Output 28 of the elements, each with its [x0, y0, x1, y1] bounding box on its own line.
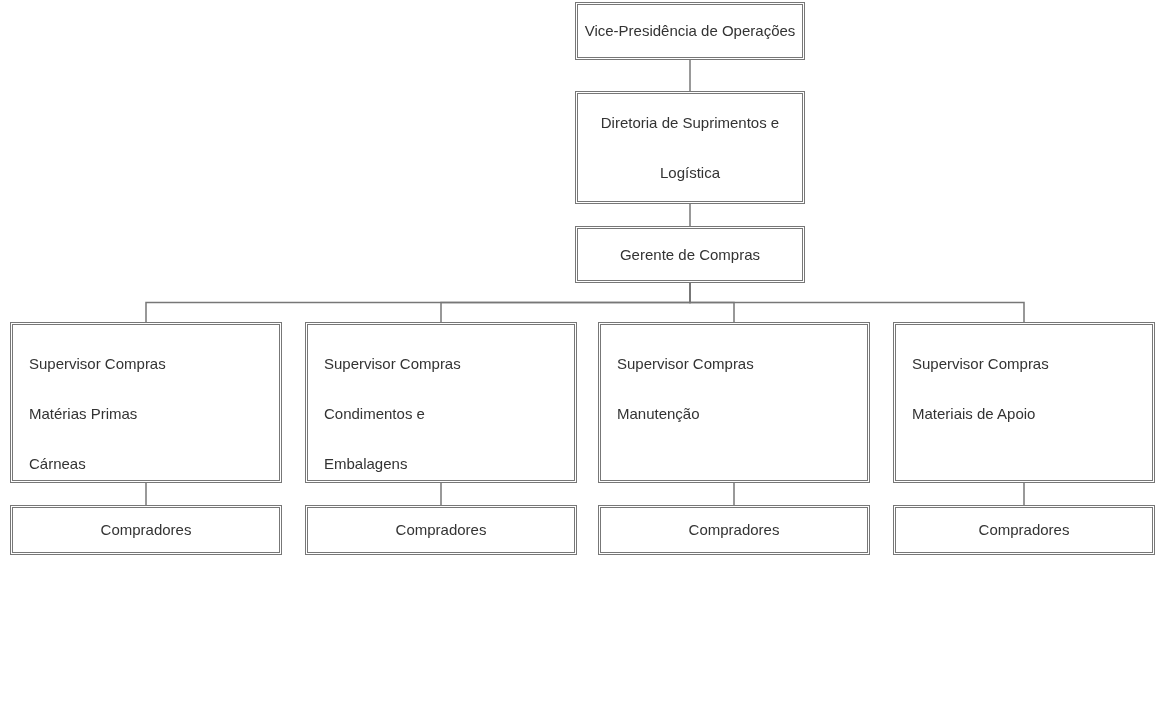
connector-line	[689, 203, 691, 227]
position-box	[575, 91, 805, 204]
position-title: Diretoria de Suprimentos e Logística	[599, 112, 781, 183]
position-box	[575, 226, 805, 283]
position-title: Supervisor Compras Materiais de Apoio	[912, 354, 1050, 424]
department-box	[893, 505, 1155, 555]
connector-line	[1023, 482, 1025, 506]
department-box	[10, 505, 282, 555]
department-box	[893, 322, 1155, 483]
position-title: Compradores	[978, 520, 1070, 540]
position-title: Compradores	[395, 520, 487, 540]
position-title: Supervisor Compras Condimentos e Embalagens	[324, 354, 462, 474]
position-title: Supervisor Compras Matérias Primas Cárneas	[29, 354, 167, 474]
department-box	[10, 322, 282, 483]
department-box	[598, 322, 870, 483]
department-box	[305, 505, 577, 555]
position-title: Compradores	[100, 520, 192, 540]
connector-line	[145, 482, 147, 506]
connector-line	[733, 482, 735, 506]
connector-line	[440, 482, 442, 506]
position-title: Gerente de Compras	[619, 244, 761, 265]
position-box	[575, 2, 805, 60]
department-box	[598, 505, 870, 555]
position-title: Vice-Presidência de Operações	[584, 21, 796, 41]
connector-line	[689, 59, 691, 92]
department-box	[305, 322, 577, 483]
position-title: Supervisor Compras Manutenção	[617, 354, 755, 424]
position-title: Compradores	[688, 520, 780, 540]
